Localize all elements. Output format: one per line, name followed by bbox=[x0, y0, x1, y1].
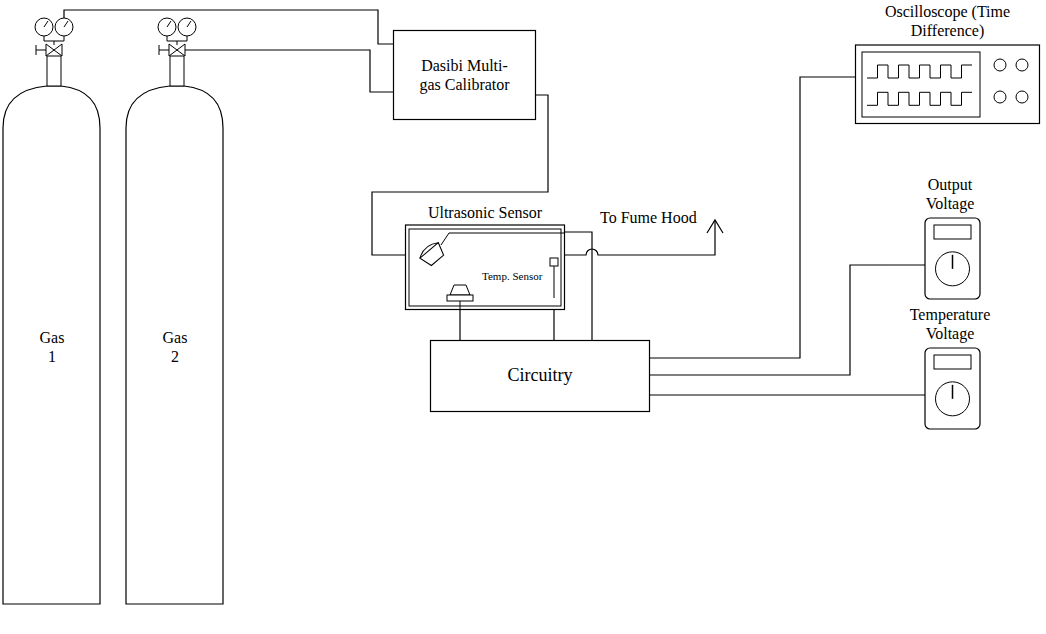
node-label: Output Voltage bbox=[904, 175, 996, 213]
gas-or-signal-line bbox=[650, 265, 890, 375]
gauge-needle bbox=[64, 21, 68, 27]
dial-pointer bbox=[952, 385, 954, 399]
transducer-cup bbox=[420, 243, 447, 268]
gas-cylinder-outline bbox=[125, 18, 225, 605]
dial-pointer bbox=[952, 255, 954, 269]
gas-or-signal-line bbox=[565, 232, 592, 340]
gauge-needle bbox=[167, 21, 171, 27]
pressure-gauge bbox=[55, 18, 73, 36]
meter-dial bbox=[936, 252, 970, 286]
cylinder-body bbox=[3, 86, 100, 604]
node-label: Temperature Voltage bbox=[904, 305, 996, 343]
housing-outer bbox=[406, 225, 565, 310]
voltmeter-outline bbox=[890, 305, 1010, 430]
gas-or-signal-line bbox=[225, 50, 393, 92]
scope-knob bbox=[1016, 59, 1028, 71]
oscilloscope: Oscilloscope (Time Difference) bbox=[855, 2, 1040, 124]
temp-sensor-wire bbox=[554, 266, 555, 298]
node-label: Gas 1 bbox=[34, 328, 70, 366]
scope-screen bbox=[862, 52, 980, 117]
gas-cylinder: Gas 1 bbox=[2, 18, 102, 605]
cylinder-body bbox=[126, 86, 223, 604]
box-outline bbox=[394, 31, 536, 120]
transducer-wire bbox=[441, 233, 565, 245]
square-wave bbox=[867, 92, 972, 105]
meter-lead bbox=[890, 395, 925, 396]
temp-sensor-chip bbox=[550, 258, 558, 266]
meter-lead bbox=[890, 265, 925, 266]
outlet-pipe bbox=[185, 49, 225, 50]
node-label: Temp. Sensor bbox=[482, 270, 548, 283]
node-label: Ultrasonic Sensor bbox=[407, 203, 563, 222]
transducer-base bbox=[447, 295, 473, 301]
scope-knob bbox=[994, 59, 1006, 71]
node-label: Gas 2 bbox=[157, 328, 193, 366]
meter-display bbox=[934, 355, 971, 369]
gas-or-signal-line bbox=[650, 394, 890, 395]
calibrator-box: Dasibi Multi-gas Calibrator bbox=[393, 30, 536, 120]
oscilloscope-outline bbox=[855, 2, 1040, 124]
transducer-face bbox=[417, 240, 438, 258]
valve-handle bbox=[159, 45, 169, 55]
sensor-housing: Temp. Sensor Ultrasonic Sensor bbox=[405, 203, 565, 310]
voltmeter-outline bbox=[890, 175, 1010, 300]
valve-body bbox=[169, 44, 185, 56]
meter-display bbox=[934, 225, 971, 239]
pressure-gauge bbox=[158, 18, 176, 36]
gauge-pipe bbox=[44, 36, 64, 45]
meter-body bbox=[925, 218, 980, 299]
voltmeter: Output Voltage bbox=[890, 175, 1010, 300]
square-wave bbox=[867, 65, 972, 78]
scope-case bbox=[856, 45, 1040, 124]
gas-or-signal-line bbox=[64, 10, 393, 44]
calibrator-box-outline bbox=[393, 30, 536, 120]
node-label: Oscilloscope (Time Difference) bbox=[873, 2, 1023, 40]
valve-handle bbox=[36, 45, 46, 55]
pressure-gauge bbox=[178, 18, 196, 36]
transducer-wire bbox=[460, 301, 461, 310]
scope-knob bbox=[994, 91, 1006, 103]
voltmeter: Temperature Voltage bbox=[890, 305, 1010, 430]
cylinder-neck bbox=[47, 56, 61, 86]
outlet-arrowhead bbox=[707, 220, 723, 233]
box-outline bbox=[431, 341, 650, 412]
scope-knob bbox=[1016, 91, 1028, 103]
node-label: Circuitry bbox=[440, 365, 640, 387]
node-label: Dasibi Multi-gas Calibrator bbox=[415, 56, 515, 94]
gauge-needle bbox=[187, 21, 191, 27]
circuitry-box: Circuitry bbox=[430, 340, 650, 412]
cylinder-neck bbox=[170, 56, 184, 86]
gauge-needle bbox=[44, 21, 48, 27]
gas-or-signal-line bbox=[459, 310, 460, 340]
gauge-pipe bbox=[167, 36, 187, 45]
pressure-gauge bbox=[35, 18, 53, 36]
valve-body bbox=[46, 44, 62, 56]
flow-label: To Fume Hood bbox=[598, 208, 699, 227]
meter-dial bbox=[936, 382, 970, 416]
gas-cylinder: Gas 2 bbox=[125, 18, 225, 605]
bottom-transducer bbox=[450, 285, 470, 295]
temp-sensor: Temp. Sensor bbox=[482, 258, 560, 298]
gas-cylinder-outline bbox=[2, 18, 102, 605]
meter-body bbox=[925, 348, 980, 429]
housing-inner bbox=[409, 229, 561, 306]
